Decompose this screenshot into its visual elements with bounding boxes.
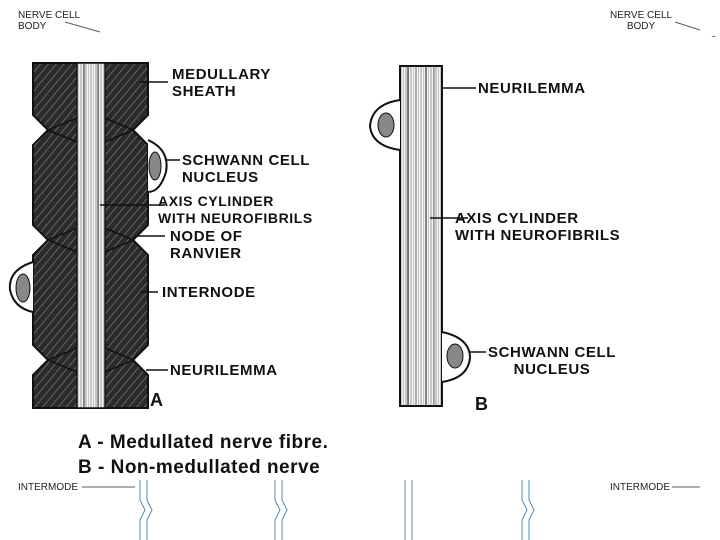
diagram-b-letter: B bbox=[475, 396, 489, 413]
caption-b: B - Non-medullated nerve bbox=[78, 457, 320, 479]
axis-cylinder-a bbox=[77, 63, 105, 408]
label-neurilemma-b: NEURILEMMA bbox=[478, 80, 586, 97]
axis-cylinder-b bbox=[400, 66, 442, 406]
label-schwann-nucleus-b: SCHWANN CELL NUCLEUS bbox=[488, 344, 616, 378]
label-axis-cylinder-a: AXIS CYLINDER WITH NEUROFIBRILS bbox=[158, 193, 313, 227]
label-node-ranvier: NODE OF RANVIER bbox=[170, 228, 243, 262]
label-internode: INTERNODE bbox=[162, 284, 256, 301]
label-schwann-nucleus-a: SCHWANN CELL NUCLEUS bbox=[182, 152, 310, 186]
label-medullary-sheath: MEDULLARY SHEATH bbox=[172, 66, 271, 100]
label-neurilemma-a: NEURILEMMA bbox=[170, 362, 278, 379]
caption-a: A - Medullated nerve fibre. bbox=[78, 432, 328, 454]
diagram-a-letter: A bbox=[150, 392, 164, 409]
label-axis-cylinder-b: AXIS CYLINDER WITH NEUROFIBRILS bbox=[455, 210, 620, 244]
